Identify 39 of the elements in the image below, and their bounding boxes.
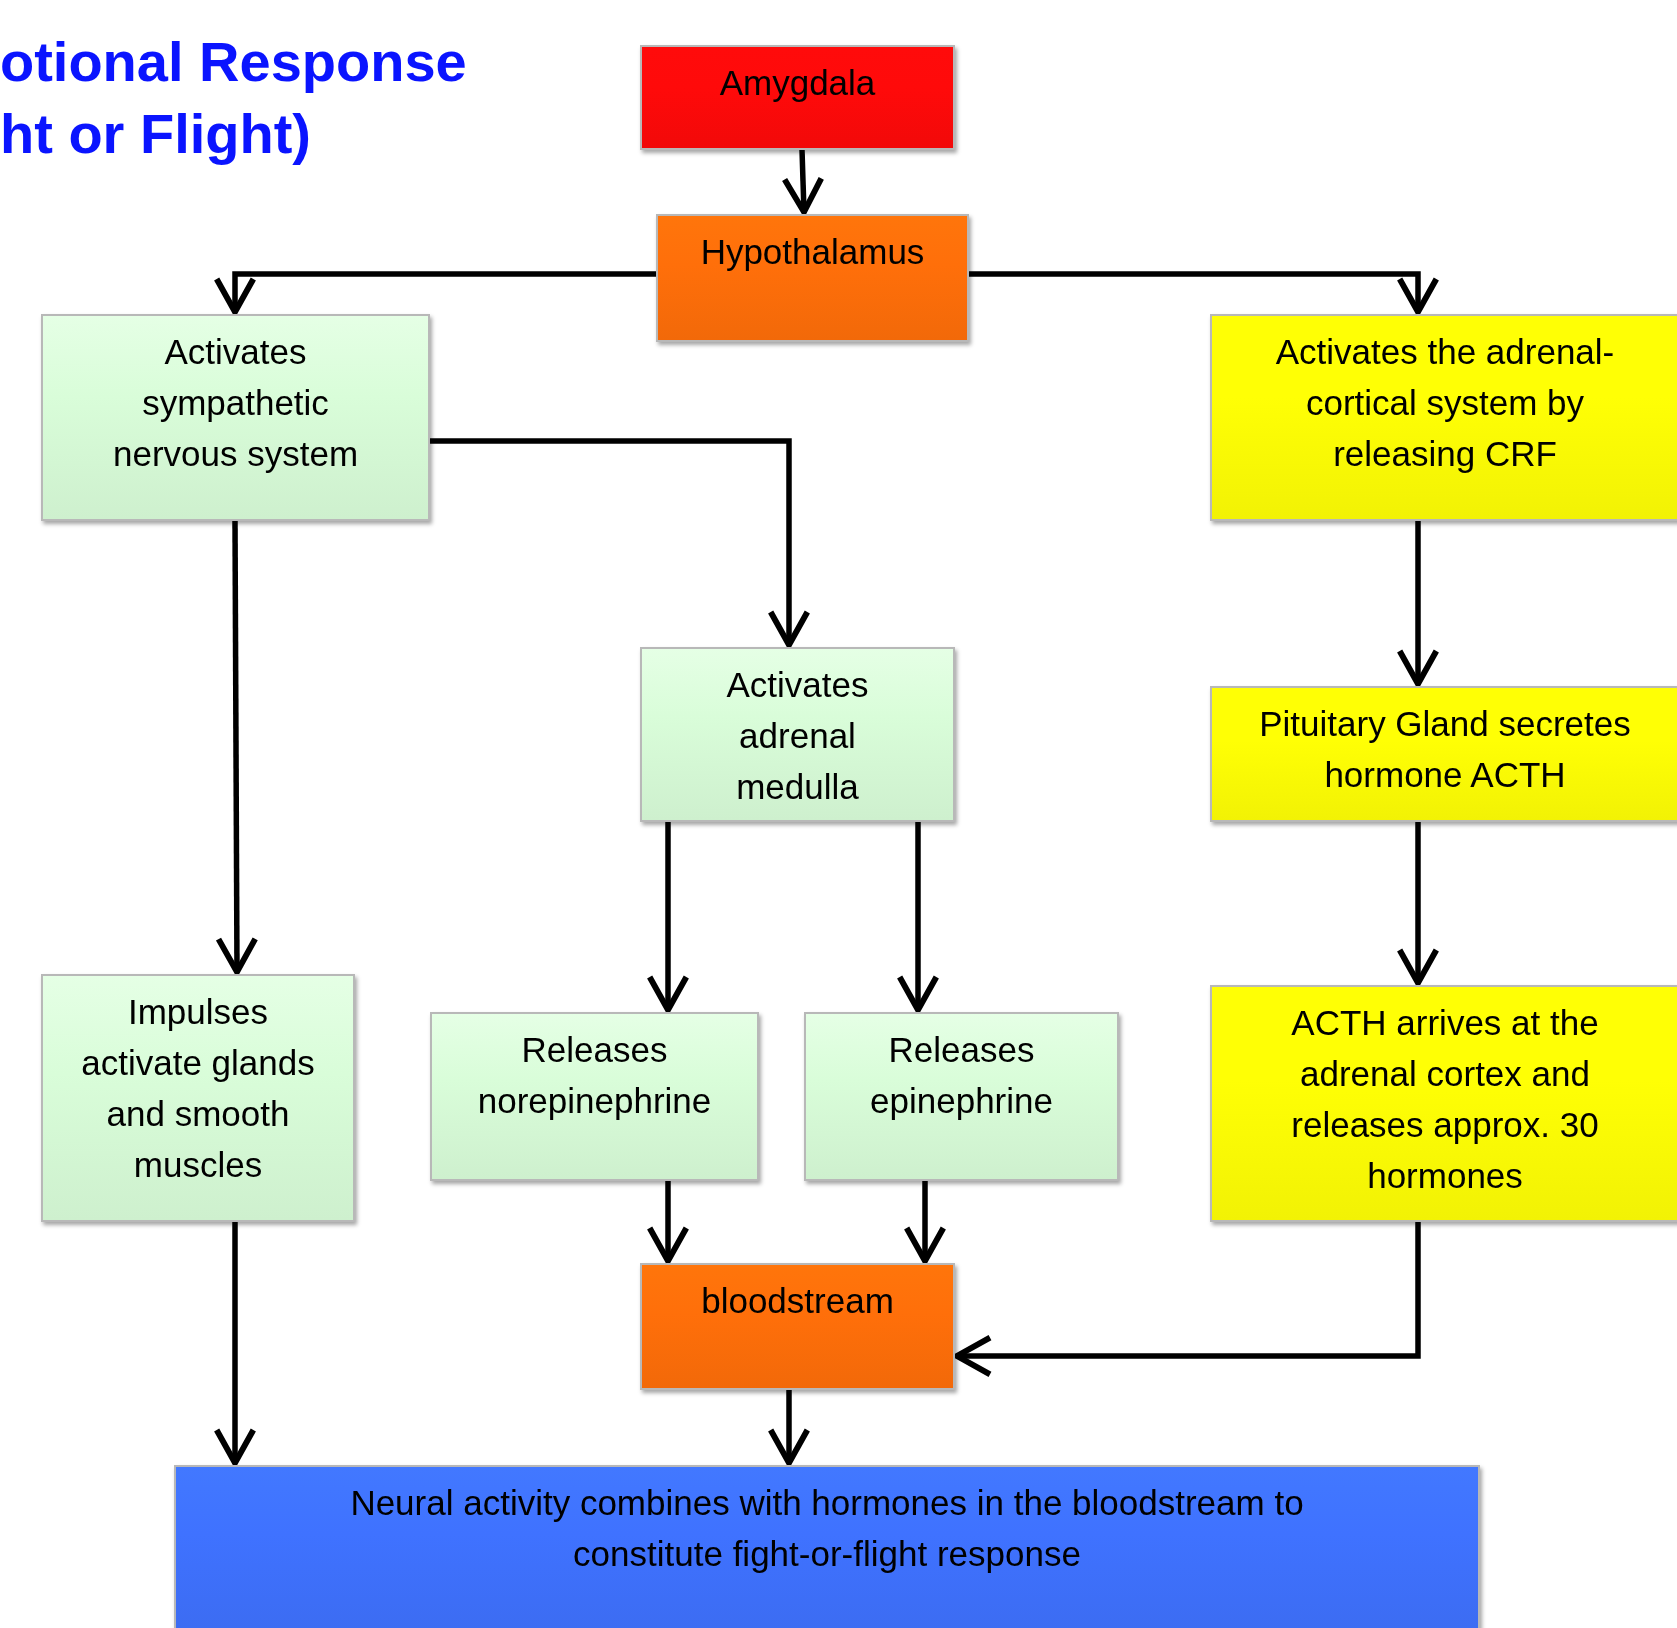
process-box [656, 214, 969, 342]
box-text: Activates sympathetic nervous system [111, 331, 360, 475]
box-text: Pituitary Gland secretes hormone ACTH [1258, 703, 1632, 796]
process-box [640, 647, 955, 822]
process-box [174, 1465, 1480, 1628]
process-box [41, 314, 430, 521]
arrow [896, 822, 940, 1013]
arrow [767, 1390, 811, 1466]
title: otional Response ht or Flight) [0, 29, 468, 167]
arrow [1396, 521, 1440, 687]
process-box [1210, 686, 1677, 822]
box-text: Impulses activate glands and smooth muscles [80, 991, 316, 1186]
process-box [640, 45, 955, 150]
box-text: Releases norepinephrine [476, 1029, 713, 1122]
box-text: ACTH arrives at the adrenal cortex and releases approx. 30 hormones [1290, 1002, 1600, 1197]
box-text: Hypothalamus [699, 231, 926, 273]
process-box [640, 1263, 955, 1390]
box-text: Releases epinephrine [869, 1029, 1054, 1122]
process-box [41, 974, 355, 1222]
arrow [781, 149, 825, 215]
process-box [430, 1012, 759, 1181]
arrow [213, 271, 656, 315]
process-box [1210, 314, 1677, 521]
process-box [804, 1012, 1119, 1181]
arrow [954, 1222, 1421, 1378]
box-text: Neural activity combines with hormones in the bloodstream to constitute fight-or-flight response [349, 1482, 1305, 1575]
process-box [1210, 985, 1677, 1222]
arrow [1396, 822, 1440, 986]
arrow [215, 521, 259, 975]
box-text: Activates adrenal medulla [725, 664, 870, 808]
arrow [969, 271, 1440, 315]
arrow [646, 1181, 690, 1264]
box-text: bloodstream [700, 1280, 895, 1322]
arrow [213, 1222, 257, 1466]
arrow [903, 1181, 947, 1264]
arrow [430, 438, 811, 648]
box-text: Amygdala [718, 62, 877, 104]
box-text: Activates the adrenal-cortical system by releasing CRF [1274, 331, 1616, 475]
arrow [646, 822, 690, 1013]
